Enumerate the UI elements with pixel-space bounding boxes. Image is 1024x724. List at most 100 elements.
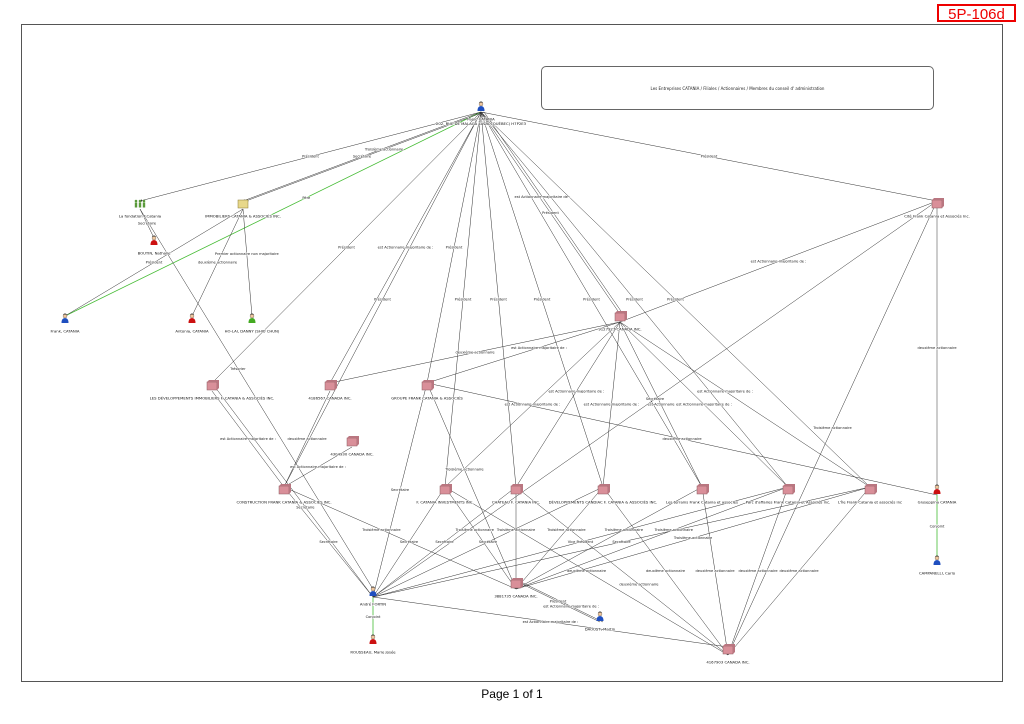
edge-line-immobiliers-antonia [191, 208, 244, 317]
node-construction[interactable]: CONSTRUCTION FRANK CATANIA & ASSOCIÉS IN… [236, 484, 332, 505]
node-c4167[interactable]: 4167903 CANADA INC. [706, 644, 750, 665]
building-icon-side [615, 311, 627, 321]
edge-label: est Actionnaire majoritaire de : [697, 390, 753, 394]
node-frank[interactable]: Frank, CATANIA [50, 313, 80, 334]
node-daoust[interactable]: DAOUST, Martin [584, 611, 616, 632]
node-c3881[interactable]: 3881735 CANADA INC. [494, 578, 538, 599]
person-icon [248, 313, 256, 323]
edge-line-daoust-c3881 [515, 580, 601, 623]
edge-label: deuxième actionnaire [198, 261, 238, 265]
edge-line-paolo-immobiliers [242, 111, 482, 202]
edge-line-c9127-devcandiac [601, 321, 621, 488]
node-antonia[interactable]: Antonia, CATANIA [175, 313, 209, 334]
edge-label: est Actionnaire majoritaire de : [220, 437, 276, 441]
edge-label: deuxième actionnaire [662, 437, 702, 441]
person-icon [369, 586, 377, 596]
node-boutin[interactable]: BOUTIN, Nathalie [137, 235, 171, 256]
edge-line-paolo-devimm [211, 111, 482, 384]
node-fondation[interactable]: La fondation F.Catania [118, 199, 162, 219]
edge-label: Trésorier [229, 367, 246, 371]
edge-label: Président [446, 246, 463, 250]
edge-label: Troisième actionnaire [812, 426, 852, 430]
edge-label: est Actionnaire majoritaire de : [584, 403, 640, 407]
edge-line-immobiliers-frank [64, 208, 244, 317]
node-rousseau[interactable]: ROUSSEAU, Marie Josée [350, 634, 397, 655]
building-icon-side [723, 644, 735, 654]
edge-line-c3881-devcandiac [515, 486, 604, 590]
edge-line-c9127-parc [619, 321, 789, 488]
node-fcinv[interactable]: F. CATANIA INVESTMENTS INC. [416, 484, 474, 505]
node-label: IMMOBILIERS CATANIA & ASSOCIÉS INC. [205, 214, 281, 219]
building-icon [931, 199, 943, 209]
node-parc[interactable]: Parc d'affaires Frank Catania et Associé… [745, 484, 831, 505]
edge-label: Conjoint [930, 525, 945, 529]
edge-line-paolo-construction [283, 111, 482, 488]
edge-line-immobiliers-holai [242, 208, 254, 317]
node-giuseppina[interactable]: Giuseppina CATANIA [917, 484, 957, 505]
node-devcandiac[interactable]: DÉVELOPPEMENTS CANDIAC F. CATANIA & ASSO… [548, 484, 658, 505]
node-c9127[interactable]: 9127927 CANADA INC. [598, 311, 642, 332]
node-carlo[interactable]: CAMPANELLI, Carlo [919, 555, 956, 576]
edge-line-c9127-ile [619, 321, 871, 488]
person-icon [188, 313, 196, 323]
node-groupe[interactable]: GROUPE FRANK CATANIA & ASSOCIÉS [391, 380, 464, 401]
edge-line-andre-cite [372, 200, 938, 598]
building-icon [324, 381, 336, 391]
edge-line-c3881-fcinv [444, 486, 517, 590]
edge-label: Secrétaire [612, 540, 631, 544]
edge-line-paolo-frank [64, 111, 482, 317]
edge-line-c4186-construction [283, 390, 331, 488]
node-label: DÉVELOPPEMENTS CANDIAC F. CATANIA & ASSO… [549, 500, 658, 505]
edge-line-c3881-terrains [515, 486, 703, 590]
node-chateau[interactable]: CHÂTEAU F. CATANIA INC. [491, 484, 541, 505]
edge-line-fondation-andre [139, 208, 374, 590]
edge-line-andre-chateau [372, 486, 517, 598]
edge-line-c4167-cite [727, 200, 938, 656]
edge-label: Secrétaire [319, 540, 338, 544]
edge-line-paolo-groupe [426, 111, 482, 384]
edge-line-paolo-devcandiac [480, 111, 604, 488]
node-label: Paolo CATANIA [467, 117, 495, 122]
edge-label: Conjoint [366, 615, 381, 619]
building-icon [206, 381, 218, 391]
edge-label: Président [302, 155, 319, 159]
edge-lines [64, 111, 939, 656]
edge-label: est Actionnaire majoritaire de : [515, 195, 571, 199]
node-andre[interactable]: André FORTIN [359, 586, 387, 607]
edge-line-c3881-ile [515, 486, 871, 590]
document-code-stamp: 5P-106d [937, 4, 1016, 23]
node-label: Frank, CATANIA [51, 329, 80, 334]
edge-line-c3881-parc [515, 486, 789, 590]
edge-label: Président [455, 298, 472, 302]
node-devimm[interactable]: LES DÉVELOPPEMENTS IMMOBILIERS F. CATANI… [149, 380, 275, 401]
edge-line-c4304-construction [283, 446, 353, 488]
edge-label: Troisième actionnaire [604, 528, 644, 532]
node-c4186[interactable]: 4186567 CANADA INC. [308, 380, 352, 401]
edge-line-c9127-chateau [515, 321, 621, 488]
node-label: 4304930 CANADA INC. [330, 452, 373, 457]
node-terrains[interactable]: Les terrains Frank Catania et associés [666, 484, 738, 505]
node-label: ROUSSEAU, Marie Josée [350, 650, 396, 655]
edge-line-fondation-boutin [139, 208, 155, 239]
node-ile[interactable]: L'Île Frank Catania et associés inc [838, 484, 902, 505]
edge-line-andre-parc [372, 486, 789, 598]
node-holai[interactable]: HO-LAI, DANNY (SHIU CHUN) [224, 313, 280, 334]
edge-line-paolo-c4186 [329, 111, 482, 384]
edge-label: Président [490, 298, 507, 302]
diagram-title: Les Entreprises CATANIA / Filiales / Act… [650, 85, 825, 91]
node-cite[interactable]: Cité Frank Catania et Associés Inc. [904, 198, 970, 219]
edge-line-c4167-parc [727, 486, 789, 656]
group-icon [134, 199, 146, 208]
page-footer: Page 1 of 1 [481, 687, 543, 701]
edge-label: Président [583, 298, 600, 302]
edge-line-paolo-c9127 [480, 111, 621, 315]
edge-label: Troisième actionnaire [364, 148, 404, 152]
edge-label: Secrétaire [353, 155, 372, 159]
node-immobiliers[interactable]: IMMOBILIERS CATANIA & ASSOCIÉS INC. [205, 199, 281, 219]
edge-label: deuxième actionnaire [738, 569, 778, 573]
building-icon [864, 485, 876, 495]
edge-label: deuxième actionnaire [779, 569, 819, 573]
node-c4304[interactable]: 4304930 CANADA INC. [330, 436, 374, 457]
